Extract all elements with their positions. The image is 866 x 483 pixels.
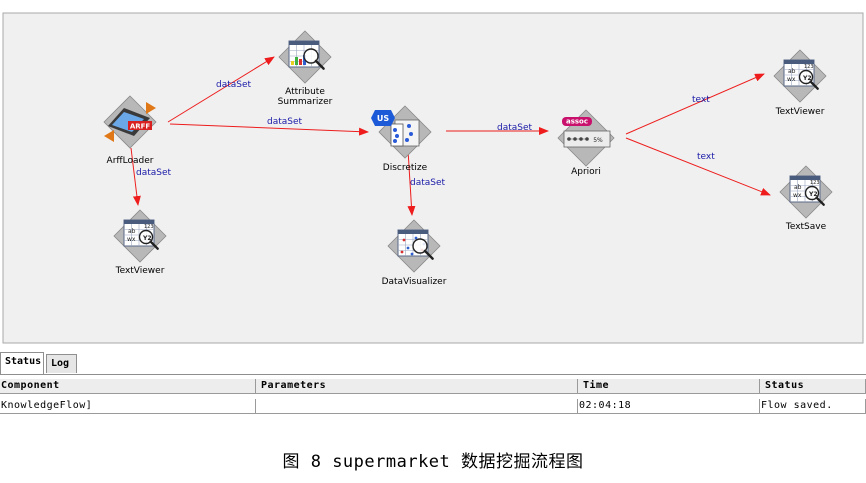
edge-label-apriori-to-text-viewer-right: text [692, 95, 710, 105]
node-label-line: TextViewer [775, 107, 825, 117]
node-label-line: TextSave [785, 222, 827, 232]
status-cell-parameters[interactable] [256, 399, 578, 414]
discretize-filter-icon[interactable]: US [371, 105, 432, 159]
svg-text:wx: wx [793, 192, 802, 199]
edge-apriori-to-text-save[interactable] [625, 137, 771, 196]
node-label-line: TextViewer [115, 266, 165, 276]
edge-label-discretize-to-data-visualizer: dataSet [410, 178, 446, 188]
attribute-summarizer-icon[interactable] [278, 30, 332, 84]
edge-arff-loader-to-text-viewer-left[interactable] [130, 147, 141, 206]
edge-discretize-to-data-visualizer[interactable] [407, 149, 416, 216]
node-label-line: Discretize [382, 163, 428, 173]
status-table: Component Parameters Time Status Knowled… [0, 379, 866, 415]
svg-text:5%: 5% [593, 137, 603, 144]
svg-text:Y2: Y2 [808, 191, 818, 198]
figure-caption: 图 8 supermarket 数据挖掘流程图 [282, 452, 584, 472]
node-label-text-viewer-right: TextViewer [776, 107, 825, 117]
edge-label-discretize-to-apriori: dataSet [497, 123, 533, 133]
edge-label-arff-loader-to-discretize: dataSet [267, 117, 303, 127]
svg-text:123: 123 [144, 224, 154, 230]
data-visualizer-icon[interactable] [387, 219, 441, 273]
node-badge-discretize: US [377, 114, 389, 123]
tab-status[interactable]: Status [0, 352, 44, 374]
svg-text:ab: ab [788, 68, 796, 75]
node-label-discretize: Discretize [383, 163, 427, 173]
node-badge-arff-loader: ARFF [130, 123, 151, 131]
edge-label-arff-loader-to-attribute-summarizer: dataSet [216, 80, 252, 90]
node-label-text-save: TextSave [786, 222, 826, 232]
column-header-parameters[interactable]: Parameters [256, 379, 578, 394]
arff-loader-icon[interactable]: ARFF [103, 95, 157, 149]
edge-apriori-to-text-viewer-right[interactable] [625, 73, 765, 135]
status-cell-status[interactable]: Flow saved. [760, 399, 866, 414]
node-label-line: ArffLoader [106, 156, 154, 166]
node-label-text-viewer-left: TextViewer [116, 266, 165, 276]
tab-log[interactable]: Log [46, 354, 77, 373]
flow-diagram: ​ ARFFUS5%assocabwx123Y2abwx123Y2abwx123… [2, 12, 864, 344]
node-label-line: Attribute [285, 87, 325, 97]
node-label-line: DataVisualizer [381, 277, 447, 287]
svg-text:ab: ab [128, 228, 136, 235]
node-label-line: Apriori [571, 167, 601, 177]
status-cell-component[interactable]: KnowledgeFlow] [0, 399, 256, 414]
node-label-line: Summarizer [277, 97, 333, 107]
svg-text:Y2: Y2 [142, 235, 152, 242]
column-header-status[interactable]: Status [760, 379, 866, 394]
edge-arff-loader-to-discretize[interactable] [169, 123, 369, 136]
column-header-component[interactable]: Component [0, 379, 256, 394]
bottom-tab-bar: Status Log [0, 352, 866, 375]
svg-text:Y2: Y2 [802, 75, 812, 82]
node-label-arff-loader: ArffLoader [107, 156, 154, 166]
edge-arff-loader-to-attribute-summarizer[interactable] [167, 56, 275, 123]
node-label-data-visualizer: DataVisualizer [382, 277, 447, 287]
node-label-apriori: Apriori [571, 167, 601, 177]
edge-label-arff-loader-to-text-viewer-left: dataSet [136, 168, 172, 178]
svg-text:wx: wx [127, 236, 136, 243]
status-cell-time[interactable]: 02:04:18 [578, 399, 760, 414]
svg-text:123: 123 [810, 180, 820, 186]
svg-text:ab: ab [794, 184, 802, 191]
apriori-associator-icon[interactable]: 5% assoc [557, 109, 615, 167]
flow-canvas[interactable]: ​ ARFFUS5%assocabwx123Y2abwx123Y2abwx123… [0, 0, 866, 345]
edge-label-apriori-to-text-save: text [697, 152, 715, 162]
column-header-time[interactable]: Time [578, 379, 760, 394]
svg-text:123: 123 [804, 64, 814, 70]
node-badge-apriori: assoc [566, 118, 588, 126]
svg-text:wx: wx [787, 76, 796, 83]
